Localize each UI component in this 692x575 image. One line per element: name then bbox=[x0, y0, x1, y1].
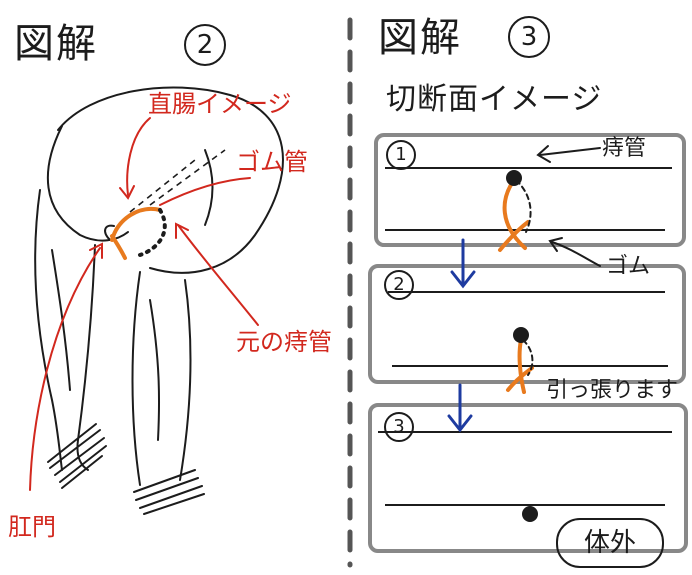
panel1-fistula-dot bbox=[506, 170, 522, 186]
label-original-fistula: 元の痔管 bbox=[236, 328, 332, 356]
section-panel-1 bbox=[374, 133, 686, 247]
right-number-badge: 3 bbox=[508, 16, 550, 58]
left-number-badge: 2 bbox=[184, 24, 226, 66]
outside-body-badge: 体外 bbox=[556, 518, 664, 568]
section-panel-2 bbox=[368, 264, 686, 384]
right-subtitle: 切断面イメージ bbox=[386, 82, 603, 117]
red-leader-lines bbox=[29, 117, 259, 491]
panel3-fistula-dot bbox=[522, 506, 538, 522]
label-rubber: ゴム bbox=[606, 254, 651, 279]
panel1-number: 1 bbox=[386, 140, 416, 170]
label-rubber-tube: ゴム管 bbox=[236, 148, 308, 176]
panel2-rubber-loop bbox=[506, 338, 534, 394]
right-title: 図解 bbox=[378, 15, 462, 61]
label-anus: 肛門 bbox=[8, 513, 56, 541]
blue-arrow-2 bbox=[447, 383, 473, 433]
fistula-pointer-arrow bbox=[536, 145, 601, 163]
label-rectum-image: 直腸イメージ bbox=[148, 90, 292, 118]
left-foot-scribble bbox=[47, 423, 107, 489]
panel3-number: 3 bbox=[384, 412, 414, 442]
right-foot-scribble bbox=[133, 469, 205, 515]
left-title: 図解 bbox=[14, 21, 98, 67]
blue-arrow-1 bbox=[450, 238, 476, 289]
rubber-pointer-arrow bbox=[548, 237, 601, 267]
tissue-lines bbox=[378, 167, 672, 506]
label-fistula: 痔管 bbox=[602, 136, 647, 161]
panel2-number: 2 bbox=[384, 270, 414, 300]
panel2-fistula-dot bbox=[513, 327, 529, 343]
fistula-dotted-line bbox=[138, 208, 167, 257]
rectum-image-lines bbox=[129, 149, 226, 213]
panel1-rubber-loop bbox=[498, 178, 532, 252]
section-panel-3 bbox=[368, 403, 688, 553]
rubber-tube-loop bbox=[110, 206, 162, 260]
label-pull: 引っ張ります bbox=[546, 378, 679, 403]
